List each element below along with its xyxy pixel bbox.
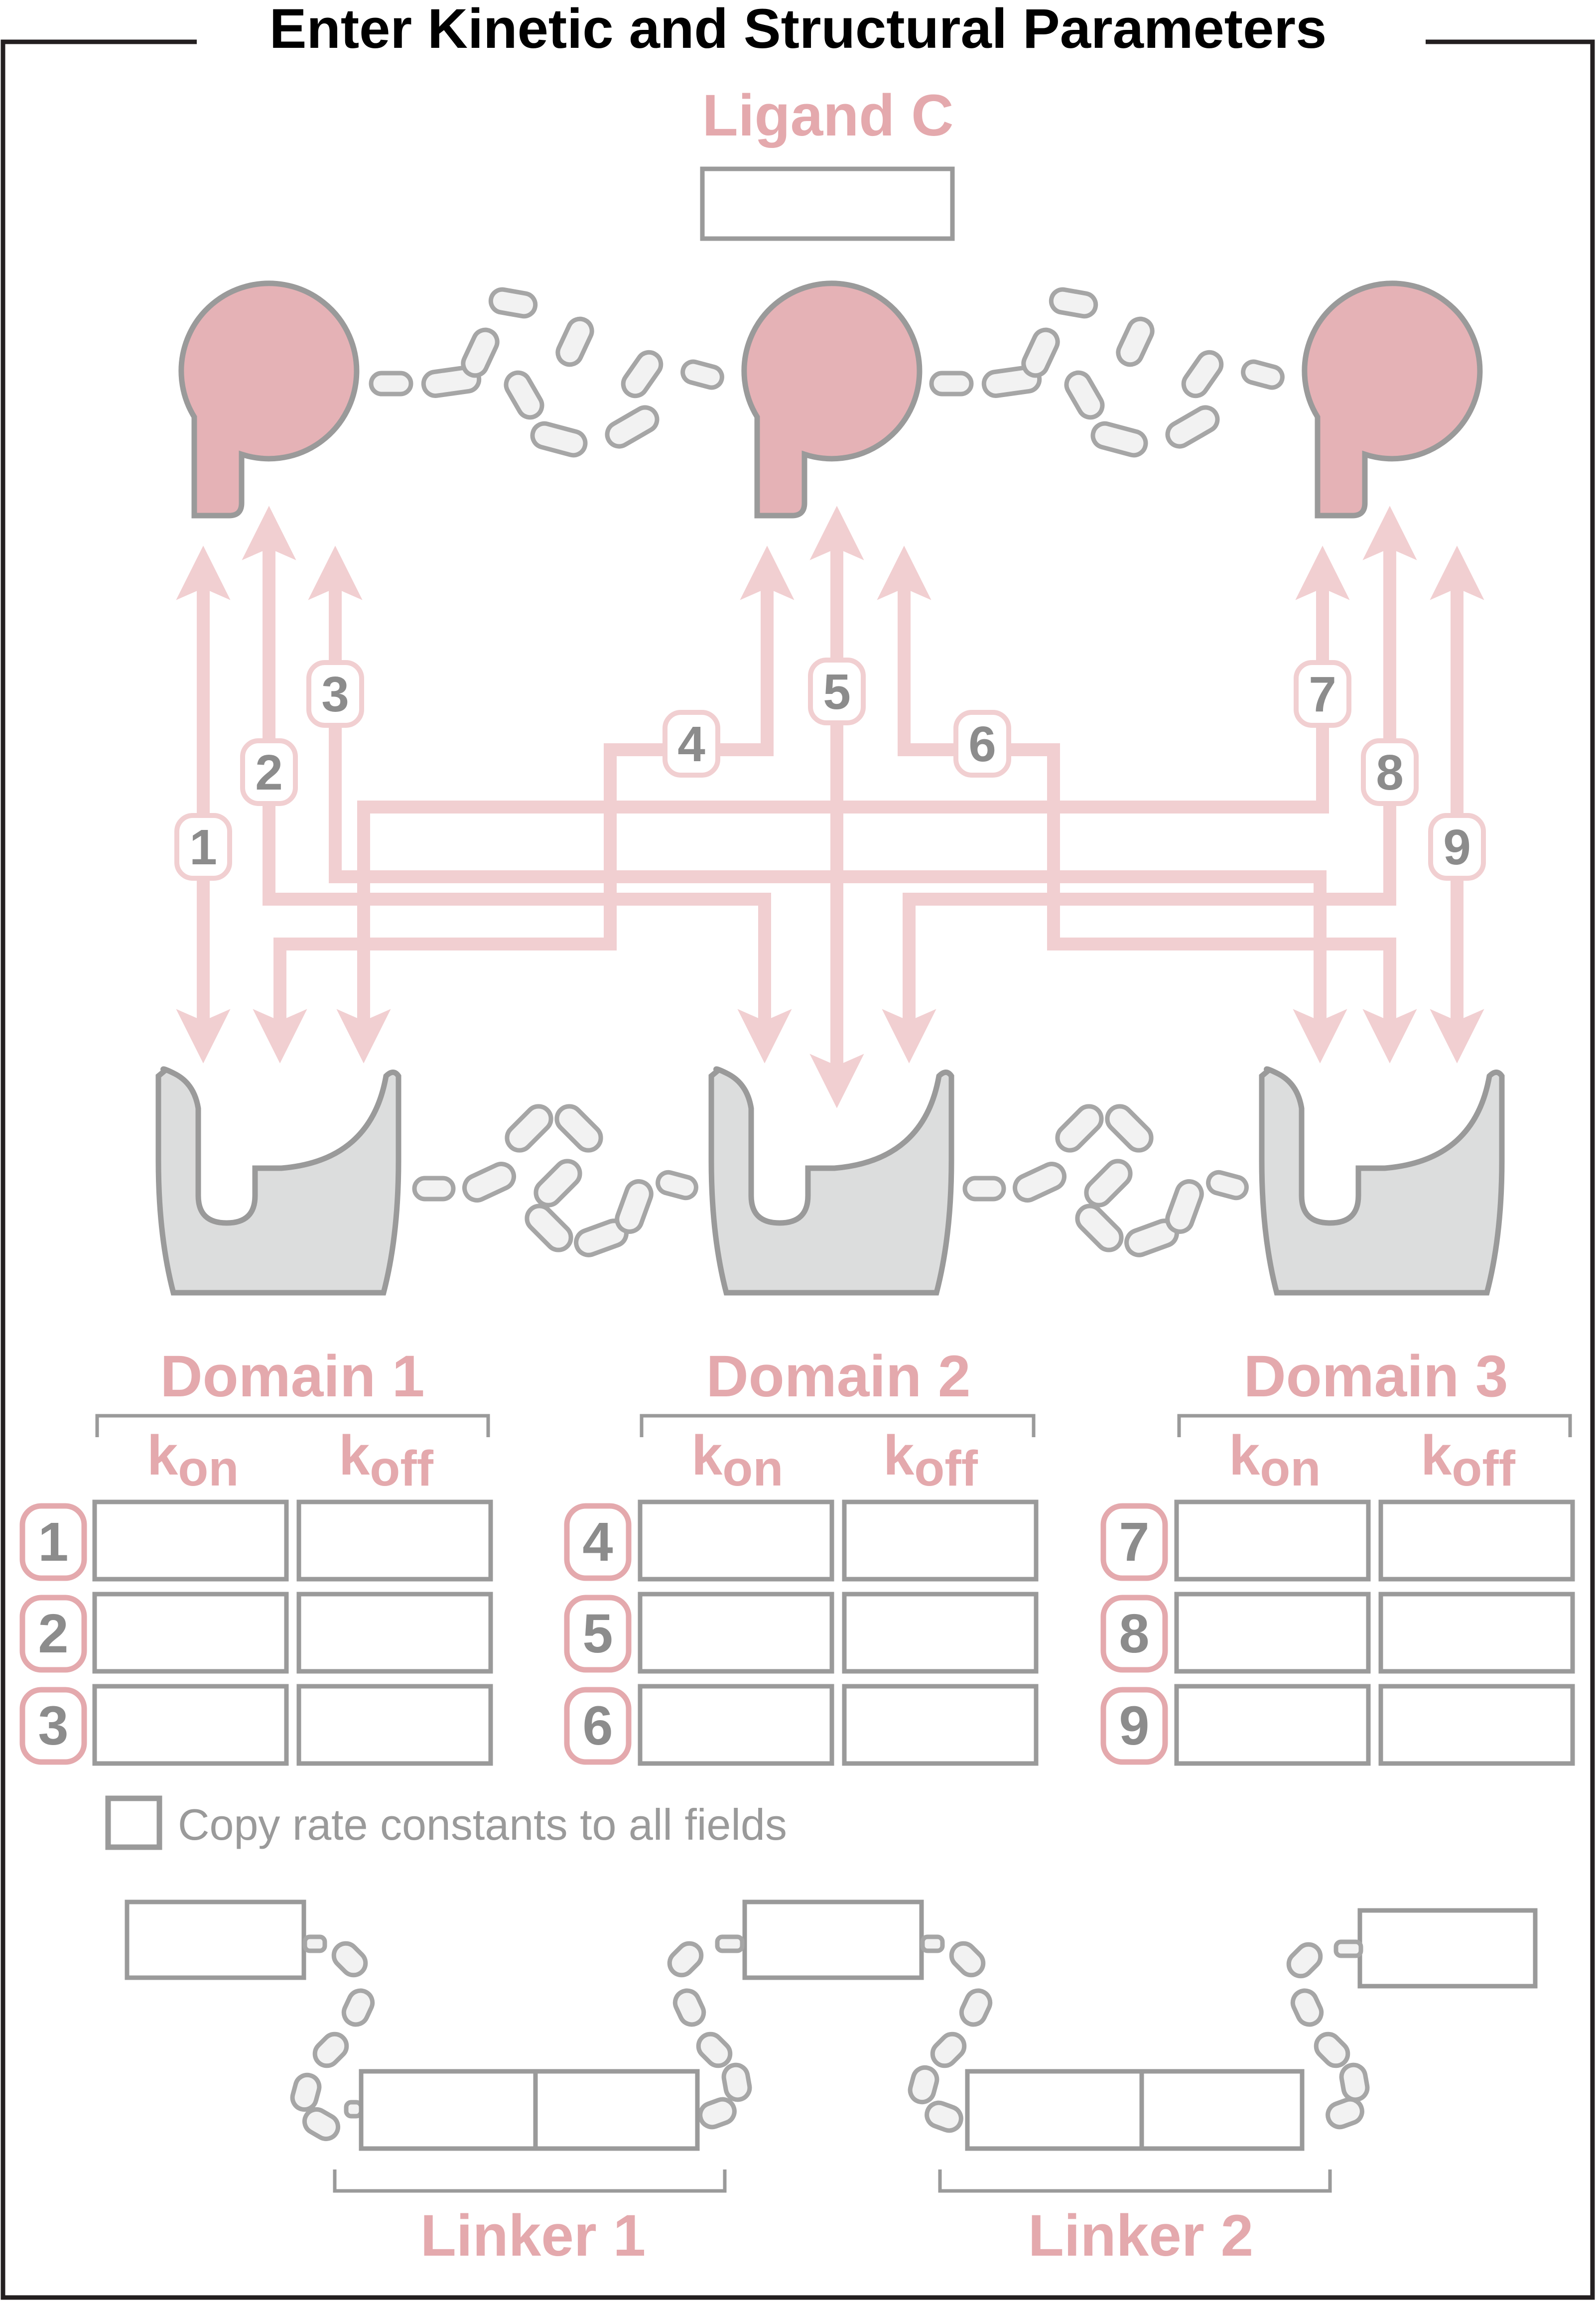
arrow-badges: 1 2 3 4 5 6 7 8 9 [174, 658, 1486, 881]
koff-input-4[interactable] [842, 1499, 1039, 1582]
koff-input-9[interactable] [1378, 1684, 1575, 1766]
arrow-label-3: 3 [321, 667, 349, 722]
domain-2-koff-header: koff [883, 1424, 978, 1496]
binding-arrow-8 [882, 506, 1417, 1064]
row-number-9: 9 [1119, 1695, 1149, 1757]
ligand-linker-2 [929, 287, 1285, 458]
kon-input-6[interactable] [638, 1684, 834, 1766]
domain-3-label: Domain 3 [1243, 1344, 1508, 1409]
row-badge-4 [564, 1503, 632, 1581]
row-number-7: 7 [1119, 1511, 1149, 1573]
koff-input-5[interactable] [842, 1592, 1039, 1674]
linker-1: Linker 1 [333, 2069, 727, 2269]
linker-1-beads-right [667, 1934, 752, 2130]
arrow-label-9: 9 [1443, 819, 1471, 875]
row-badge-2 [19, 1595, 87, 1673]
domain-1-kon-header: kon [147, 1424, 239, 1496]
linker-1-input-b[interactable] [533, 2069, 700, 2151]
koff-input-1[interactable] [296, 1499, 493, 1582]
ligand-input[interactable] [700, 166, 955, 241]
receptor-domain-3 [1259, 1066, 1505, 1296]
arrow-label-6: 6 [968, 716, 996, 772]
domain-1-table: Domain 1 kon koff 1 2 3 [19, 1344, 493, 1766]
arrow-label-2: 2 [255, 745, 283, 801]
domain-1-spacing-input[interactable] [125, 1899, 306, 1980]
domain-3-spacing-input[interactable] [1357, 1908, 1538, 1989]
arrow-label-8: 8 [1376, 745, 1404, 801]
row-badge-5 [564, 1595, 632, 1673]
row-number-8: 8 [1119, 1603, 1149, 1664]
row-badge-9 [1100, 1687, 1168, 1765]
arrow-label-4: 4 [677, 716, 705, 772]
kon-input-7[interactable] [1174, 1499, 1371, 1582]
linker-2-label: Linker 2 [1028, 2203, 1254, 2269]
koff-input-3[interactable] [296, 1684, 493, 1766]
arrow-label-7: 7 [1309, 667, 1336, 722]
binding-arrows [176, 506, 1484, 1108]
linker-1-beads-left [290, 1934, 375, 2141]
kon-input-4[interactable] [638, 1499, 834, 1582]
domain-3-koff-header: koff [1421, 1424, 1516, 1496]
row-badge-1 [19, 1503, 87, 1581]
ligand-linker-1 [369, 287, 724, 458]
domain-3-kon-header: kon [1229, 1424, 1321, 1496]
domain-2-bracket [640, 1414, 1036, 1437]
linker-2-beads-left [908, 1934, 993, 2133]
linker-1-label: Linker 1 [420, 2203, 646, 2269]
linker-2-input-b[interactable] [1139, 2069, 1305, 2151]
domain-2-spacing-input[interactable] [742, 1899, 924, 1980]
koff-input-7[interactable] [1378, 1499, 1575, 1582]
domain-2-table: Domain 2 kon koff 4 5 6 [564, 1344, 1039, 1766]
domain-1-bracket [95, 1414, 490, 1437]
linker-2-beads-right [1286, 1939, 1370, 2130]
row-badge-6 [564, 1687, 632, 1765]
row-number-3: 3 [38, 1695, 68, 1757]
koff-input-6[interactable] [842, 1684, 1039, 1766]
linker-2-bracket [938, 2169, 1332, 2193]
row-badge-7 [1100, 1503, 1168, 1581]
domain-3-bracket [1177, 1414, 1572, 1437]
receptor-linker-1 [412, 1104, 698, 1257]
koff-input-8[interactable] [1378, 1592, 1575, 1674]
kon-input-1[interactable] [92, 1499, 289, 1582]
row-number-1: 1 [38, 1511, 68, 1573]
binding-arrow-2 [242, 506, 792, 1064]
row-badge-8 [1100, 1595, 1168, 1673]
row-number-4: 4 [582, 1511, 613, 1573]
domain-2-kon-header: kon [691, 1424, 783, 1496]
arrow-label-5: 5 [823, 664, 851, 720]
kon-input-9[interactable] [1174, 1684, 1371, 1766]
row-number-6: 6 [582, 1695, 613, 1757]
domain-1-koff-header: koff [339, 1424, 434, 1496]
linker-2-input-a[interactable] [965, 2069, 1144, 2151]
domain-3-table: Domain 3 kon koff 7 8 9 [1100, 1344, 1575, 1766]
kon-input-2[interactable] [92, 1592, 289, 1674]
kon-input-3[interactable] [92, 1684, 289, 1766]
kon-input-5[interactable] [638, 1592, 834, 1674]
panel-title: Enter Kinetic and Structural Parameters [269, 0, 1327, 60]
ligand-label: Ligand C [702, 83, 954, 148]
copy-rates-checkbox[interactable] [105, 1795, 162, 1850]
row-number-5: 5 [582, 1603, 613, 1664]
arrow-label-1: 1 [189, 819, 217, 875]
ligand-subunit-2 [741, 280, 923, 519]
koff-input-2[interactable] [296, 1592, 493, 1674]
ligand-subunit-1 [178, 280, 360, 519]
receptor-linker-2 [962, 1104, 1249, 1257]
receptor-domain-1 [155, 1066, 401, 1296]
domain-1-label: Domain 1 [160, 1344, 424, 1409]
linker-1-bracket [333, 2169, 727, 2193]
copy-rates-label: Copy rate constants to all fields [178, 1800, 787, 1849]
ligand-subunit-3 [1302, 280, 1483, 519]
linker-2: Linker 2 [938, 2069, 1332, 2269]
row-number-2: 2 [38, 1603, 68, 1664]
linker-1-input-a[interactable] [359, 2069, 538, 2151]
receptor-domain-2 [708, 1066, 954, 1296]
kon-input-8[interactable] [1174, 1592, 1371, 1674]
domain-2-label: Domain 2 [706, 1344, 970, 1409]
row-badge-3 [19, 1687, 87, 1765]
panel-frame [0, 39, 1595, 2300]
